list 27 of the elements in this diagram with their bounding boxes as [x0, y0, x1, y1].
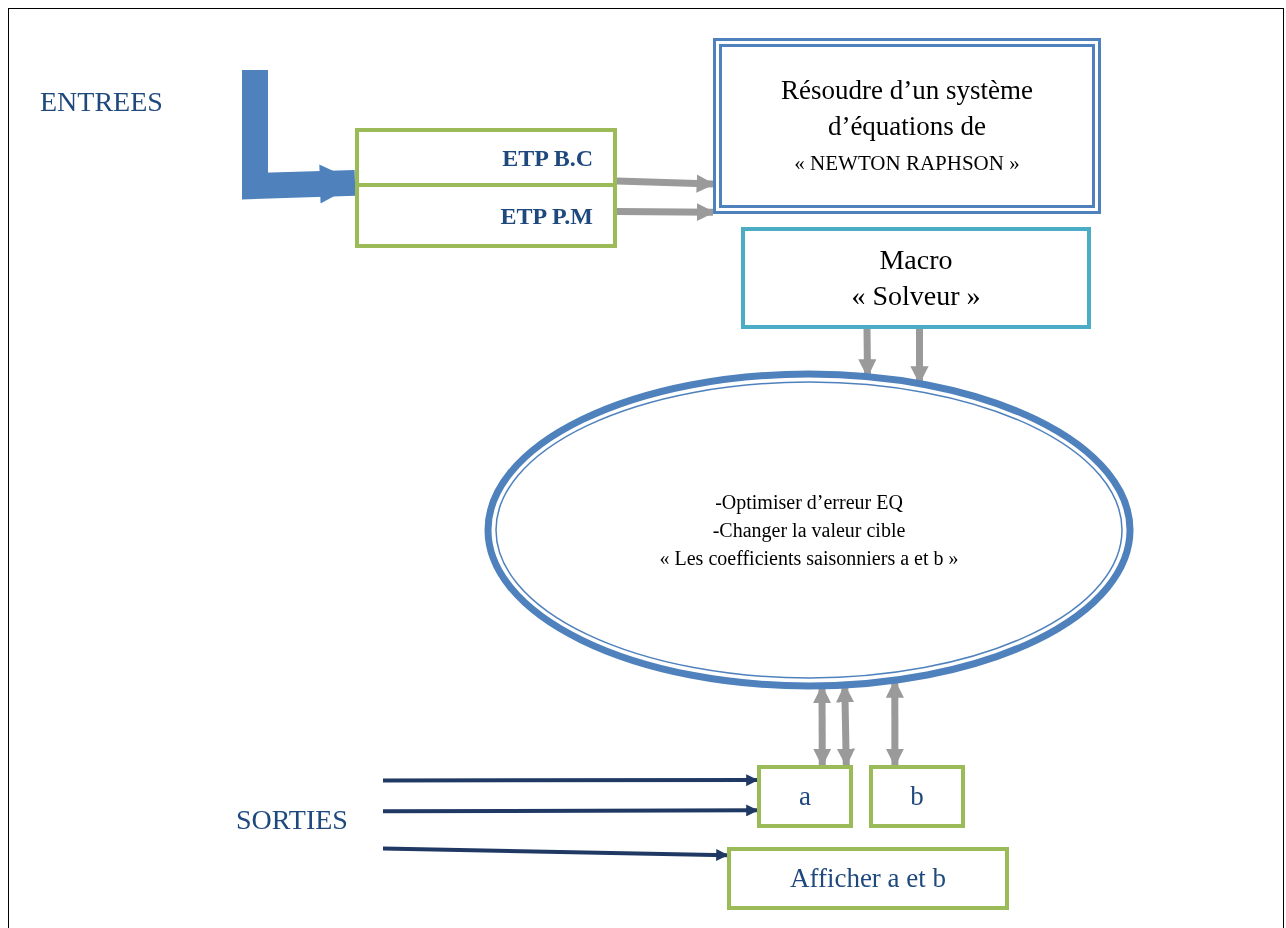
node-text: « Les coefficients saisonniers a et b »	[659, 546, 959, 571]
node-text: ETP B.C	[502, 143, 593, 173]
process-box	[355, 128, 617, 187]
node-text: SORTIES	[236, 803, 348, 837]
node-text: ENTREES	[40, 85, 163, 119]
node-text: Afficher a et b	[789, 862, 947, 896]
arrow	[616, 203, 715, 222]
arrow	[383, 804, 759, 817]
node-text: b	[910, 780, 924, 814]
node-text: « Solveur »	[851, 279, 981, 313]
process-box	[741, 227, 1091, 329]
arrow	[382, 846, 729, 861]
process-box	[355, 187, 617, 248]
node-text: Résoudre d’un système d’équations de	[780, 74, 1034, 144]
node-text: ETP P.M	[500, 201, 593, 231]
node-text: -Changer la valeur cible	[712, 518, 906, 544]
process-box	[869, 765, 965, 828]
process-box	[727, 847, 1009, 910]
process-ellipse	[484, 370, 1134, 690]
node-text: -Optimiser d’erreur EQ	[715, 490, 903, 516]
node-text: a	[799, 780, 811, 814]
arrow	[383, 774, 759, 787]
process-box	[757, 765, 853, 828]
node-text: « NEWTON RAPHSON »	[794, 150, 1020, 178]
arrow	[616, 174, 715, 193]
node-text: Macro	[879, 243, 953, 277]
process-box	[713, 38, 1101, 214]
